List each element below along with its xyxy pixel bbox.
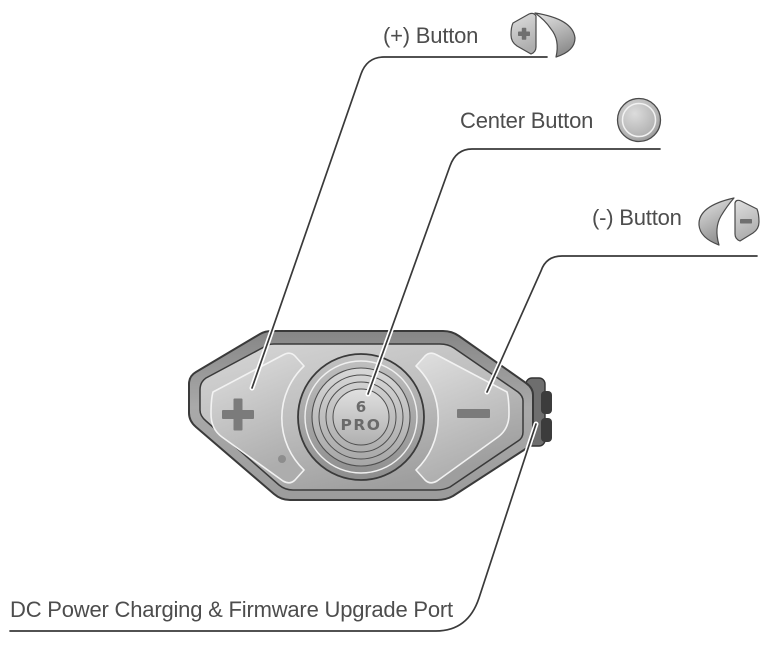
port-plug-lower — [541, 418, 552, 442]
plus-symbol — [222, 398, 254, 431]
center-button-icon — [616, 97, 662, 143]
port-plug-upper — [541, 391, 552, 414]
center-button-rings — [297, 353, 425, 481]
callout-plus-button: (+) Button — [383, 23, 479, 48]
leader-line-minus-button — [486, 255, 758, 393]
minus-symbol — [457, 409, 490, 418]
headset-device-illustration: 6 PRO — [188, 330, 552, 501]
callout-minus-button: (-) Button — [592, 205, 682, 230]
logo-line2: PRO — [341, 416, 382, 434]
logo-line1: 6 — [356, 398, 366, 416]
leader-line-center-button — [367, 148, 661, 395]
callout-center-button: Center Button — [460, 108, 594, 133]
led-dot — [278, 455, 286, 463]
leader-lines — [7, 54, 760, 634]
leader-line-dc-port — [9, 423, 537, 632]
plus-button-panel — [210, 352, 305, 484]
callout-dc-port: DC Power Charging & Firmware Upgrade Por… — [10, 597, 453, 622]
device-logo: 6 PRO — [341, 398, 382, 434]
plus-button-icon — [510, 12, 576, 58]
leader-line-plus-button — [251, 56, 548, 389]
minus-button-icon — [698, 197, 760, 246]
